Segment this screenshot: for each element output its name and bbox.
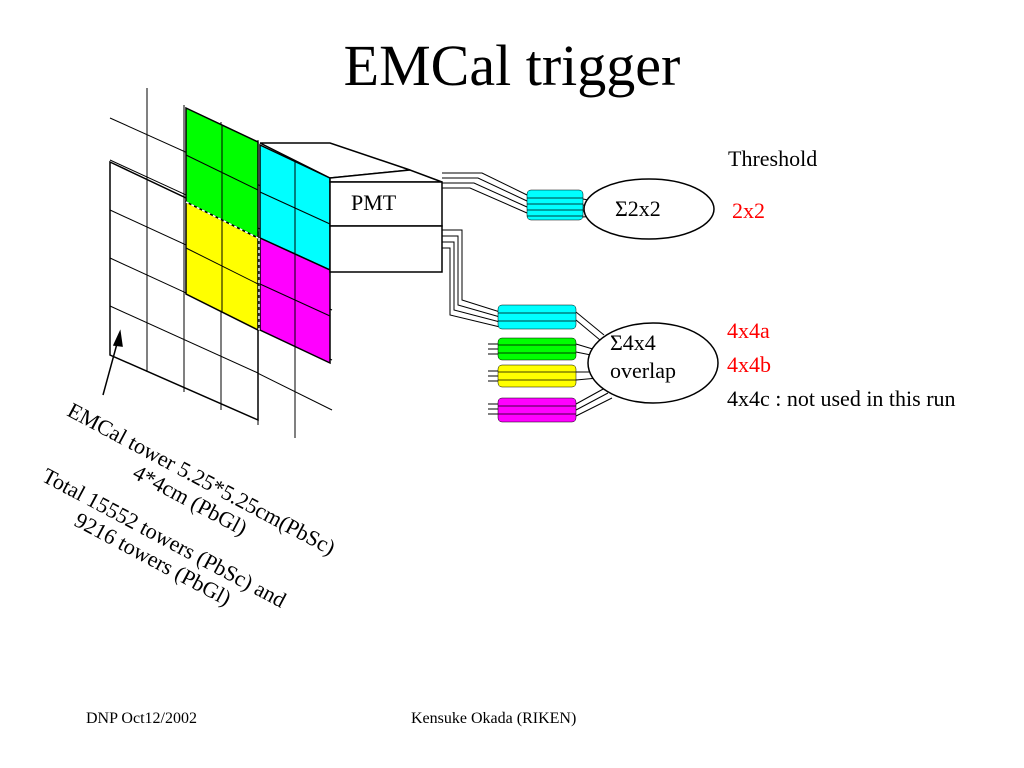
footer-date: DNP Oct12/2002 [86, 710, 197, 727]
connector-cyan-2x2 [526, 189, 584, 221]
footer-author: Kensuke Okada (RIKEN) [411, 710, 577, 727]
colored-tower-subgrid [185, 125, 331, 346]
connector-yellow-4x4 [497, 364, 577, 388]
pmt-box [259, 142, 443, 273]
sum-2x2-label: Σ2x2 [615, 196, 661, 221]
pmt-label: PMT [351, 190, 397, 215]
connector-green-4x4 [497, 337, 577, 361]
connector-cyan-4x4 [497, 304, 577, 330]
sum-4x4-node [587, 322, 719, 404]
group-divider-dashed [185, 201, 260, 330]
sum-2x2-node [583, 178, 715, 240]
connector-magenta-4x4 [497, 397, 577, 423]
sum-4x4-label-line1: Σ4x4 [610, 330, 656, 355]
threshold-4x4a: 4x4a [727, 318, 770, 343]
threshold-heading: Threshold [728, 146, 818, 171]
connector-wire-lines [498, 197, 583, 415]
slide-title: EMCal trigger [343, 33, 681, 98]
sum-4x4-label-line2: overlap [610, 358, 676, 383]
sum-4x4-label: Σ4x4 overlap [610, 329, 676, 385]
threshold-4x4b: 4x4b [727, 352, 771, 377]
threshold-2x2: 2x2 [732, 198, 765, 223]
caption-arrow [102, 329, 123, 396]
cable-connectors [497, 189, 584, 423]
threshold-4x4c: 4x4c : not used in this run [727, 386, 956, 411]
